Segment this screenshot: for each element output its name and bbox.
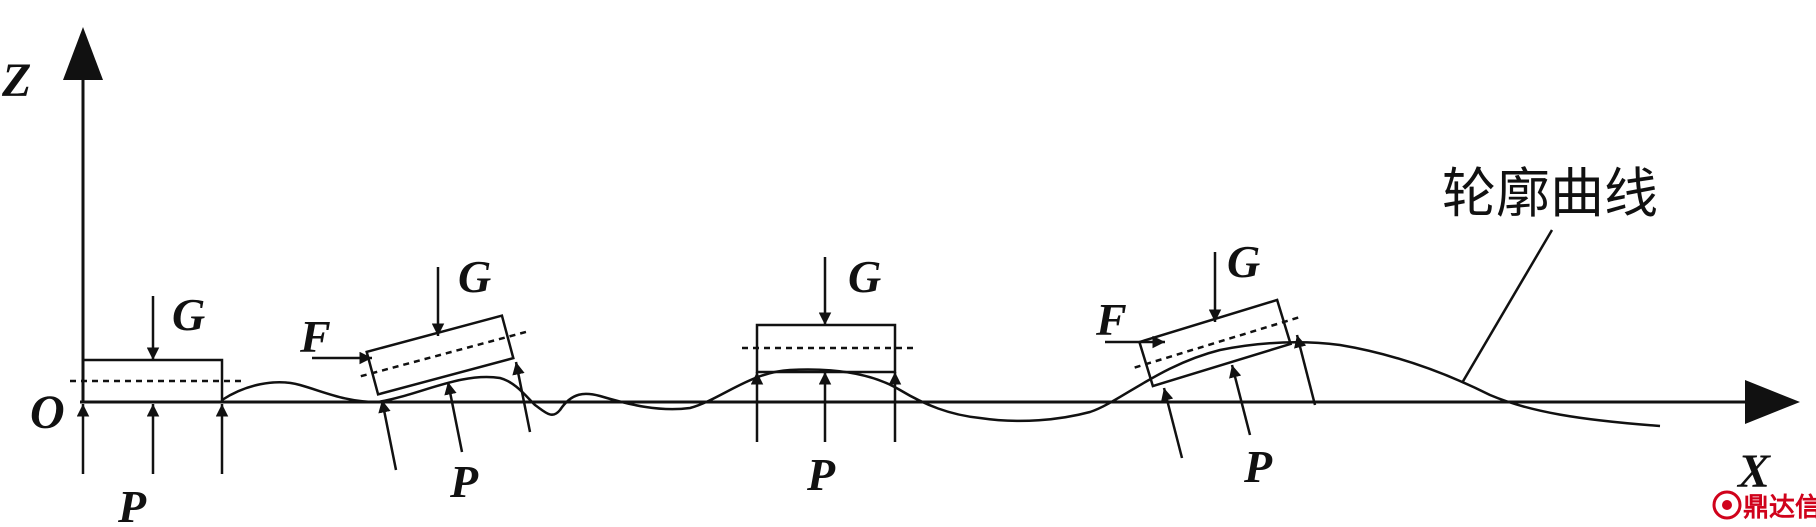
origin-label: O	[30, 386, 65, 439]
block-1-gravity-label: G	[172, 289, 205, 340]
x-axis-label: X	[1736, 445, 1771, 498]
block-2-support-label: P	[449, 456, 479, 507]
block-2-gravity-label: G	[458, 251, 491, 302]
z-axis-arrowhead	[63, 27, 103, 80]
block-2-push-label: F	[299, 311, 331, 362]
watermark-logo-icon	[1712, 490, 1742, 520]
block-3	[742, 257, 915, 442]
curve-leader-line	[1460, 229, 1554, 384]
block-3-support-label: P	[806, 449, 836, 500]
block-3-gravity-label: G	[848, 251, 881, 302]
x-axis-arrowhead	[1745, 380, 1800, 424]
block-4-gravity-label: G	[1227, 236, 1260, 287]
block-4-support-label: P	[1243, 441, 1273, 492]
z-axis-label: Z	[1, 54, 31, 107]
contour-curve-label: 轮廓曲线	[1442, 162, 1658, 225]
block-4-forces	[1105, 252, 1317, 459]
watermark: 鼎达信	[1712, 490, 1816, 523]
watermark-text: 鼎达信	[1743, 493, 1816, 523]
block-4-push-label: F	[1095, 294, 1127, 345]
block-2-forces	[312, 267, 532, 471]
block-1-support-label: P	[117, 481, 147, 527]
block-1	[70, 296, 245, 474]
